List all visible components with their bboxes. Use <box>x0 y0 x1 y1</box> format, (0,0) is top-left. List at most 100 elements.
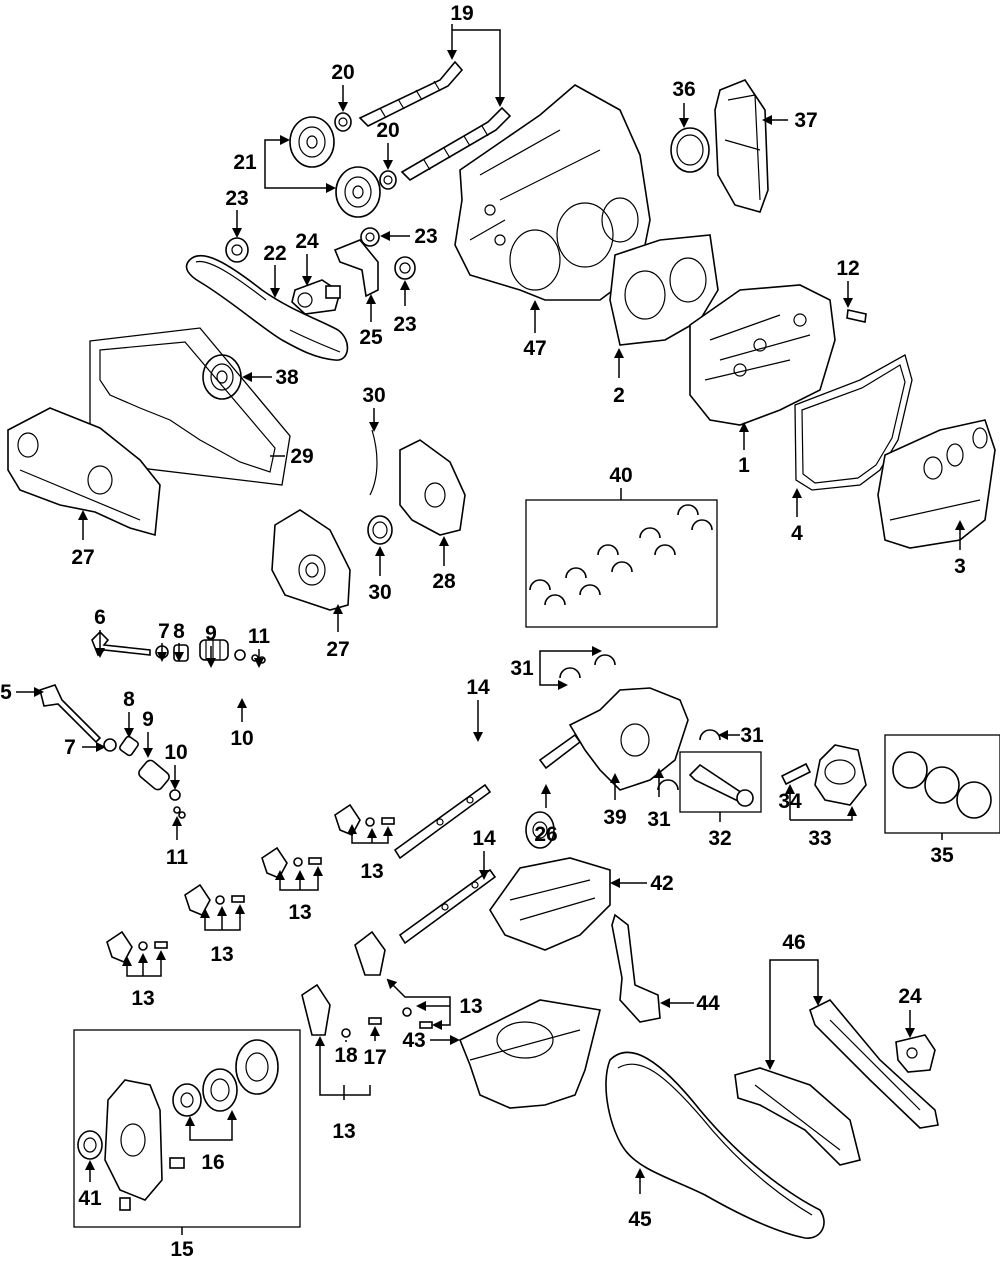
callout-27: 27 <box>71 546 94 569</box>
callout-13: 13 <box>131 987 154 1010</box>
crankshaft <box>538 687 689 791</box>
key-11b <box>173 806 186 819</box>
crank-sprocket <box>525 811 555 849</box>
callout-35: 35 <box>930 844 954 867</box>
callout-38: 38 <box>275 366 299 389</box>
camshaft-lower <box>400 106 512 182</box>
valve-cover <box>877 419 996 549</box>
idler-23c <box>394 256 416 280</box>
callout-10: 10 <box>230 727 253 750</box>
callout-8: 8 <box>123 688 135 711</box>
callout-9: 9 <box>205 622 217 645</box>
callout-4: 4 <box>791 522 803 545</box>
timing-belt <box>185 255 349 361</box>
timing-cover-left <box>7 407 161 537</box>
cam-seal-30 <box>367 515 393 545</box>
callout-20: 20 <box>376 119 399 142</box>
connecting-rod-box <box>679 751 762 813</box>
thrust-bearing-31b <box>559 667 581 679</box>
rocker-arm-group-b <box>261 846 322 880</box>
oil-pickup <box>611 913 661 1023</box>
retainer-7b <box>103 738 117 752</box>
thrust-bearing-31d <box>657 779 679 791</box>
rocker-shaft-lower <box>398 868 497 945</box>
callout-39: 39 <box>603 806 626 829</box>
callout-7: 7 <box>158 620 170 643</box>
callout-23: 23 <box>225 187 248 210</box>
callout-11: 11 <box>248 625 271 648</box>
callout-1: 1 <box>738 454 750 477</box>
cam-seal-20b <box>379 170 397 190</box>
callout-28: 28 <box>432 570 456 593</box>
callout-14: 14 <box>466 676 490 699</box>
rocker-arm-group-d <box>106 930 168 964</box>
callout-22: 22 <box>263 242 286 265</box>
crank-pulley <box>202 354 242 400</box>
callout-19: 19 <box>450 2 473 25</box>
idler-23b <box>360 227 380 247</box>
rocker-arm-group-c <box>184 883 245 917</box>
callout-44: 44 <box>696 992 720 1015</box>
callout-45: 45 <box>628 1208 652 1231</box>
callout-32: 32 <box>708 827 731 850</box>
callout-13: 13 <box>459 995 482 1018</box>
cover-seal-strip <box>369 429 378 496</box>
callout-37: 37 <box>794 109 817 132</box>
belt-tensioner <box>291 279 341 315</box>
callout-26: 26 <box>534 823 557 846</box>
callout-30: 30 <box>368 581 391 604</box>
callout-10: 10 <box>164 741 187 764</box>
callout-15: 15 <box>170 1238 194 1261</box>
dowel-pin <box>846 309 867 323</box>
callout-36: 36 <box>672 78 695 101</box>
cylinder-head <box>689 284 836 426</box>
callout-21: 21 <box>233 151 257 174</box>
callout-14: 14 <box>472 827 496 850</box>
callout-13: 13 <box>332 1120 355 1143</box>
seal-10b <box>169 789 181 801</box>
piston-rings-box <box>884 734 1000 834</box>
callout-31: 31 <box>740 724 764 747</box>
callout-13: 13 <box>288 901 311 924</box>
cam-sprocket-upper <box>289 116 335 168</box>
callout-labels: 19 20 20 21 23 23 23 22 24 25 36 37 47 1… <box>0 2 966 1261</box>
thrust-bearing-31a <box>594 654 616 666</box>
callout-31: 31 <box>510 657 534 680</box>
idler-23a <box>225 237 249 263</box>
callout-17: 17 <box>363 1046 386 1069</box>
callout-47: 47 <box>523 337 546 360</box>
camshaft-upper <box>358 60 464 127</box>
seal-10a <box>234 649 246 661</box>
rocker-arm-group-f <box>301 983 382 1038</box>
callout-33: 33 <box>808 827 831 850</box>
callout-23: 23 <box>414 225 437 248</box>
callout-20: 20 <box>331 61 354 84</box>
piston <box>814 744 867 806</box>
oil-pump-box <box>73 1029 301 1228</box>
callout-9: 9 <box>142 708 154 731</box>
cam-sprocket-lower <box>335 166 381 218</box>
callout-6: 6 <box>94 606 106 629</box>
chain-guide-lower <box>734 1067 861 1166</box>
callout-13: 13 <box>210 943 233 966</box>
rocker-arm-group-e <box>354 930 433 1029</box>
leader-lines <box>16 24 965 1235</box>
callout-12: 12 <box>836 257 859 280</box>
callout-29: 29 <box>290 445 313 468</box>
tensioner-bracket <box>333 239 379 298</box>
callout-42: 42 <box>650 872 673 895</box>
callout-3: 3 <box>954 555 966 578</box>
callout-31: 31 <box>647 808 671 831</box>
callout-34: 34 <box>778 790 802 813</box>
callout-7: 7 <box>64 736 76 759</box>
callout-2: 2 <box>613 384 625 407</box>
callout-46: 46 <box>782 931 805 954</box>
callout-40: 40 <box>609 464 632 487</box>
callout-41: 41 <box>78 1187 102 1210</box>
bearing-kit-box <box>525 499 718 628</box>
callout-11: 11 <box>166 846 189 869</box>
rear-main-seal <box>670 127 710 173</box>
piston-pin <box>780 762 812 786</box>
